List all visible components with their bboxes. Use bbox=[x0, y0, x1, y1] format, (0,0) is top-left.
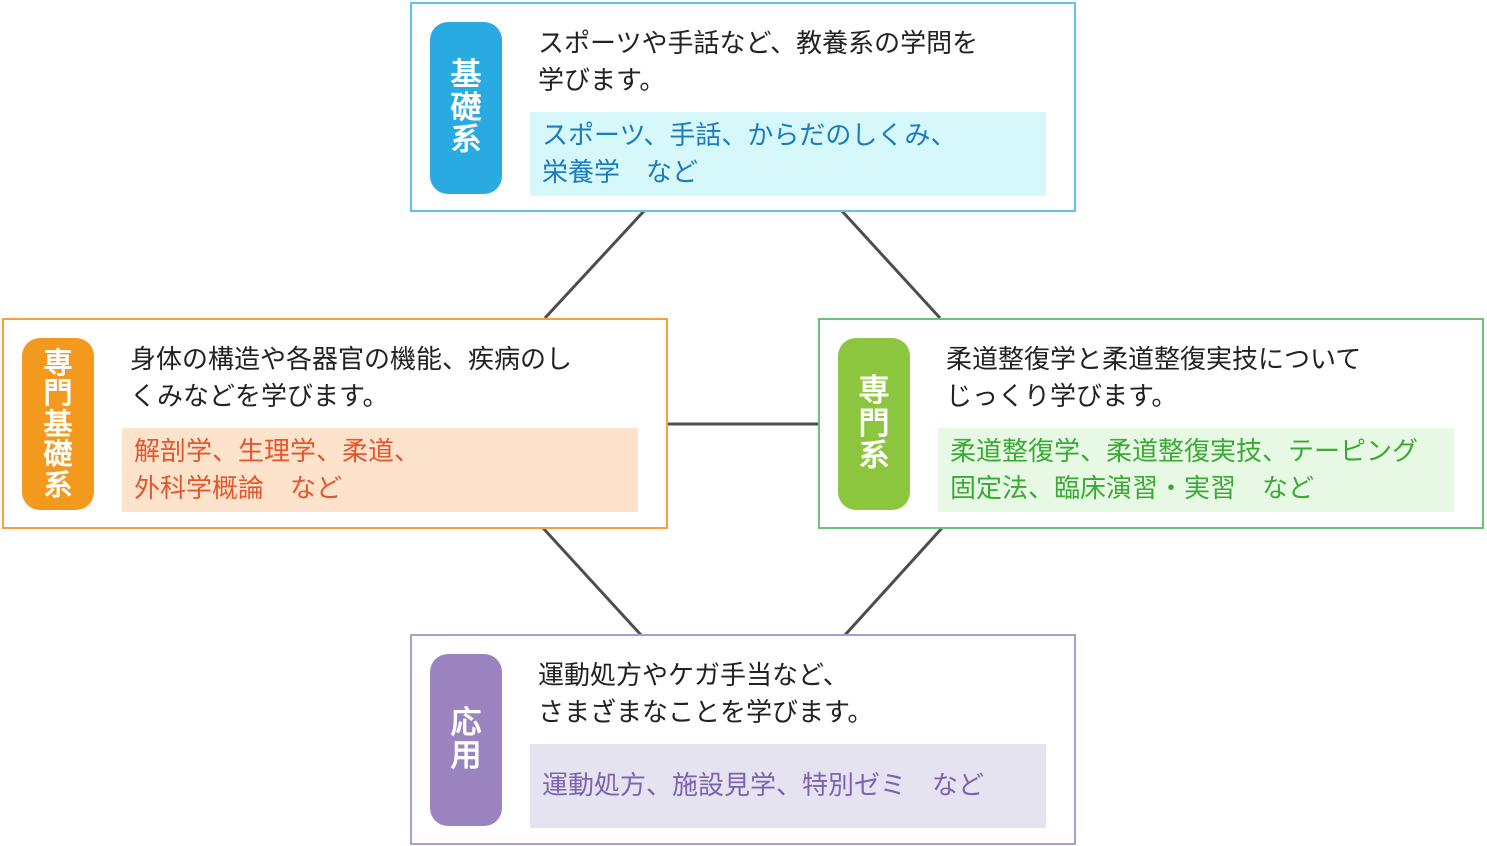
examples-kiso: スポーツ、手話、からだのしくみ、 栄養学 など bbox=[530, 112, 1046, 196]
examples-senmon-kiso: 解剖学、生理学、柔道、 外科学概論 など bbox=[122, 428, 638, 512]
badge-char: 系 bbox=[43, 467, 73, 502]
badge-ouyou: 応 用 bbox=[430, 654, 502, 826]
description-senmon-kiso: 身体の構造や各器官の機能、疾病のし くみなどを学びます。 bbox=[130, 345, 573, 412]
badge-char: 基 bbox=[43, 406, 73, 441]
description-senmon: 柔道整復学と柔道整復実技について じっくり学びます。 bbox=[946, 345, 1362, 412]
card-kiso: 基 礎 系 スポーツや手話など、教養系の学問を 学びます。 スポーツ、手話、から… bbox=[410, 2, 1076, 212]
examples-senmon: 柔道整復学、柔道整復実技、テーピング 固定法、臨床演習・実習 など bbox=[938, 428, 1454, 512]
connector-top-left bbox=[543, 209, 646, 320]
badge-char: 門 bbox=[858, 405, 890, 442]
badge-char: 礎 bbox=[43, 437, 73, 472]
badge-char: 用 bbox=[450, 738, 482, 774]
badge-char: 専 bbox=[858, 373, 890, 410]
badge-char: 系 bbox=[450, 122, 482, 159]
badge-char: 系 bbox=[858, 438, 890, 475]
description-kiso: スポーツや手話など、教養系の学問を 学びます。 bbox=[538, 29, 979, 96]
examples-ouyou: 運動処方、施設見学、特別ゼミ など bbox=[530, 744, 1046, 828]
badge-char: 専 bbox=[43, 345, 73, 380]
card-ouyou: 応 用 運動処方やケガ手当など、 さまざまなことを学びます。 運動処方、施設見学… bbox=[410, 634, 1076, 845]
connector-bottom-left bbox=[541, 526, 643, 637]
description-ouyou: 運動処方やケガ手当など、 さまざまなことを学びます。 bbox=[538, 661, 874, 728]
badge-senmon: 専 門 系 bbox=[838, 338, 910, 510]
card-senmon: 専 門 系 柔道整復学と柔道整復実技について じっくり学びます。 柔道整復学、柔… bbox=[818, 318, 1484, 529]
badge-kiso: 基 礎 系 bbox=[430, 22, 502, 194]
badge-senmon-kiso: 専 門 基 礎 系 bbox=[22, 338, 94, 510]
connector-bottom-right bbox=[843, 526, 944, 637]
badge-char: 門 bbox=[43, 376, 73, 411]
card-senmon-kiso: 専 門 基 礎 系 身体の構造や各器官の機能、疾病のし くみなどを学びます。 解… bbox=[2, 318, 668, 529]
connector-top-right bbox=[840, 209, 942, 320]
badge-char: 基 bbox=[450, 57, 482, 94]
badge-char: 応 bbox=[450, 705, 482, 742]
badge-char: 礎 bbox=[450, 89, 482, 126]
